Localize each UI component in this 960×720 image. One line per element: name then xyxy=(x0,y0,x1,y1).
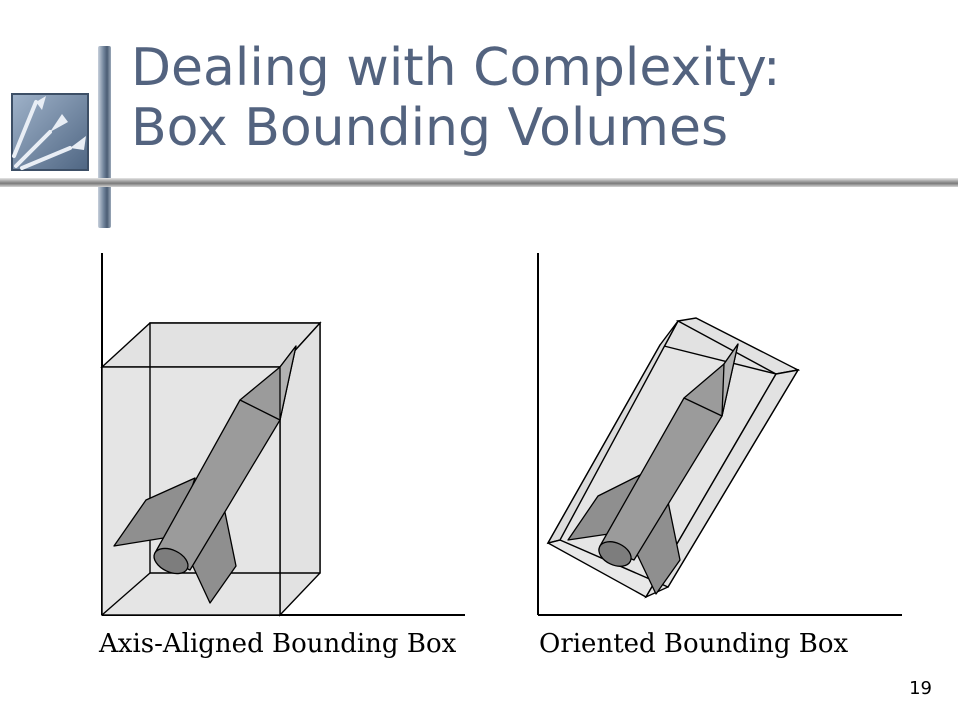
aabb-rocket xyxy=(113,345,297,604)
slide-title-line2: Box Bounding Volumes xyxy=(131,98,729,158)
bounding-volume-diagram: Axis-Aligned Bounding Box xyxy=(98,253,902,659)
slide-title-line1: Dealing with Complexity: xyxy=(131,38,781,98)
aabb-caption: Axis-Aligned Bounding Box xyxy=(98,629,457,659)
obb-panel: Oriented Bounding Box xyxy=(537,253,902,659)
aabb-rocket-nozzle xyxy=(153,547,189,575)
obb-rocket xyxy=(567,343,739,595)
obb-caption: Oriented Bounding Box xyxy=(539,629,849,659)
title-divider xyxy=(0,178,958,187)
darts-logo-icon xyxy=(11,93,89,171)
aabb-panel: Axis-Aligned Bounding Box xyxy=(98,253,465,659)
slide-number: 19 xyxy=(909,678,932,699)
slide-title: Dealing with Complexity: Box Bounding Vo… xyxy=(131,38,781,158)
obb-rocket-nozzle xyxy=(598,541,632,567)
title-accent-bar xyxy=(98,46,111,228)
